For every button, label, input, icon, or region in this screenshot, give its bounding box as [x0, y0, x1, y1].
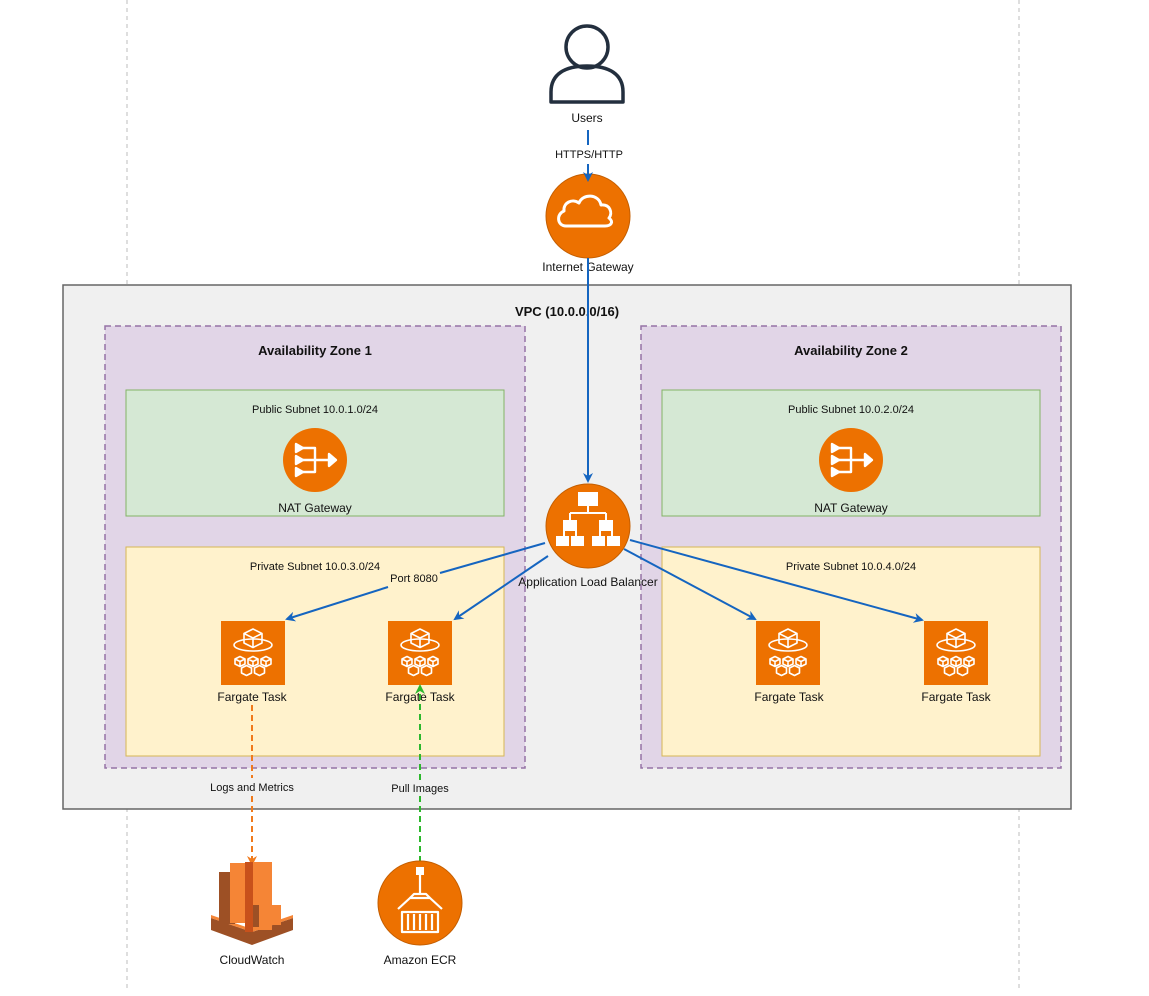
nat-gateway-1-node[interactable]: NAT Gateway	[278, 428, 352, 515]
fargate-task-1-node[interactable]: Fargate Task	[217, 620, 288, 704]
cloudwatch-node[interactable]: CloudWatch	[211, 862, 293, 967]
cloudwatch-icon	[211, 862, 293, 945]
fargate-task-2-node[interactable]: Fargate Task	[385, 620, 456, 704]
cloudwatch-label: CloudWatch	[220, 953, 285, 967]
public-subnet-1-label: Public Subnet 10.0.1.0/24	[252, 404, 378, 416]
private-subnet-2-label: Private Subnet 10.0.4.0/24	[786, 561, 916, 573]
az2-label: Availability Zone 2	[794, 343, 908, 358]
edge-alb-to-fargate-1: Port 8080	[285, 542, 546, 622]
users-label: Users	[571, 111, 602, 125]
nat-gateway-icon	[283, 428, 347, 492]
fargate-task-3-label: Fargate Task	[754, 690, 824, 704]
fargate-task-3-node[interactable]: Fargate Task	[754, 620, 825, 704]
vpc-label: VPC (10.0.0.0/16)	[515, 304, 619, 319]
fargate-task-icon	[387, 620, 453, 686]
ecr-label: Amazon ECR	[384, 953, 457, 967]
alb-node[interactable]: Application Load Balancer	[518, 483, 658, 589]
cloud-icon	[557, 194, 613, 228]
users-node[interactable]: Users	[549, 24, 625, 125]
fargate-task-1-label: Fargate Task	[217, 690, 287, 704]
nat-gateway-1-label: NAT Gateway	[278, 501, 352, 515]
edge-ecr-to-fargate: Pull Images	[391, 684, 449, 862]
nat-gateway-icon	[819, 428, 883, 492]
public-subnet-2-label: Public Subnet 10.0.2.0/24	[788, 404, 914, 416]
fargate-task-icon	[755, 620, 821, 686]
private-subnet-1-label: Private Subnet 10.0.3.0/24	[250, 561, 380, 573]
ecr-node[interactable]: Amazon ECR	[377, 860, 463, 967]
load-balancer-icon	[556, 492, 620, 546]
edge-port-label: Port 8080	[390, 573, 438, 585]
fargate-task-icon	[923, 620, 989, 686]
nat-gateway-2-label: NAT Gateway	[814, 501, 888, 515]
alb-label: Application Load Balancer	[518, 575, 657, 589]
az1-label: Availability Zone 1	[258, 343, 372, 358]
user-icon	[549, 24, 625, 104]
edge-alb-to-fargate-4	[629, 539, 924, 623]
fargate-task-icon	[220, 620, 286, 686]
edge-https-label: HTTPS/HTTP	[555, 149, 623, 161]
fargate-task-4-node[interactable]: Fargate Task	[921, 620, 992, 704]
fargate-task-4-label: Fargate Task	[921, 690, 991, 704]
nat-gateway-2-node[interactable]: NAT Gateway	[814, 428, 888, 515]
edge-logs-label: Logs and Metrics	[210, 782, 294, 794]
edge-fargate-to-cloudwatch: Logs and Metrics	[210, 705, 294, 866]
edge-alb-to-fargate-2	[453, 555, 549, 621]
edge-users-to-igw: HTTPS/HTTP	[555, 130, 623, 182]
edge-pull-label: Pull Images	[391, 783, 449, 795]
ecr-icon	[397, 867, 443, 934]
edge-alb-to-fargate-3	[623, 548, 757, 620]
